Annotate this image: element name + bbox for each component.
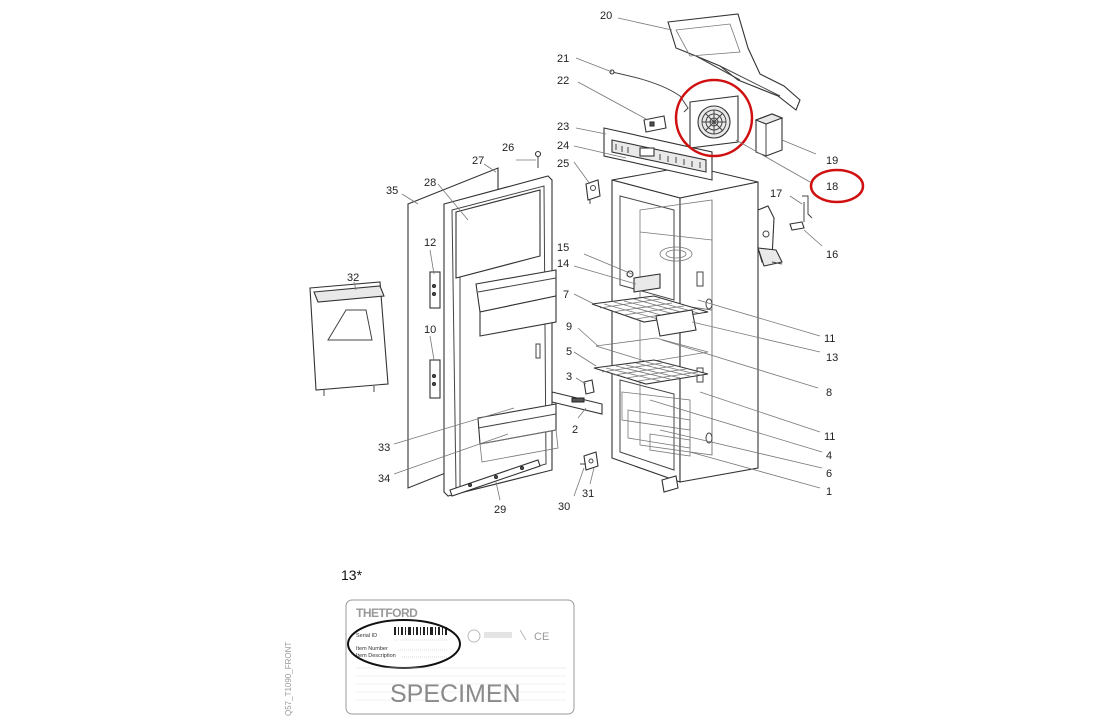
- part-label-21: 21: [557, 53, 569, 65]
- part-label-35: 35: [386, 185, 398, 197]
- part-label-14: 14: [557, 258, 569, 270]
- part-label-13: 13: [826, 352, 838, 364]
- part-label-16: 16: [826, 249, 838, 261]
- small-latch: [583, 379, 595, 395]
- part-label-4: 4: [826, 450, 832, 462]
- part-label-7: 7: [563, 289, 569, 301]
- part-label-9: 9: [566, 321, 572, 333]
- top-frame-assembly: [603, 127, 713, 181]
- bracket: [643, 115, 667, 133]
- part-label-6: 6: [826, 468, 832, 480]
- fan-highlight-circle: [674, 78, 754, 158]
- part-label-11-lower: 11: [824, 431, 835, 443]
- part-label-30: 30: [558, 501, 570, 513]
- cable: [611, 71, 689, 113]
- clip: [789, 221, 805, 231]
- part-label-28: 28: [424, 177, 436, 189]
- part-label-23: 23: [557, 121, 569, 133]
- leader-lines: [353, 17, 823, 501]
- part-label-12: 12: [424, 237, 436, 249]
- door-hinge-upper: [429, 271, 441, 309]
- part-label-24: 24: [557, 140, 569, 152]
- part-label-15: 15: [557, 242, 569, 254]
- item-description-label: Item Description: [356, 653, 396, 659]
- specimen-watermark: SPECIMEN: [390, 680, 521, 708]
- rear-cooling-unit: [757, 205, 783, 267]
- fridge-cabinet: [611, 165, 759, 483]
- part-label-3: 3: [566, 371, 572, 383]
- door-hinge-lower: [429, 359, 441, 399]
- lower-shelf: [593, 359, 709, 385]
- brand-logo: THETFORD: [356, 606, 418, 620]
- part-label-10: 10: [424, 324, 436, 336]
- cooling-fan: [689, 95, 739, 149]
- part-label-1: 1: [826, 486, 832, 498]
- part-label-11-upper: 11: [824, 333, 835, 345]
- part-label-26: 26: [502, 142, 514, 154]
- freezer-door: [455, 189, 541, 279]
- ce-mark: CE: [534, 631, 549, 643]
- part-label-8: 8: [826, 387, 832, 399]
- part-label-18: 18: [826, 181, 838, 193]
- cert-circle-icon: [467, 629, 481, 643]
- serial-label-detail: 13* THETFORD Serial ID Item Number Item …: [284, 567, 575, 716]
- rear-cover: [667, 13, 801, 111]
- bottom-trim: [449, 459, 541, 497]
- part-label-2: 2: [572, 424, 578, 436]
- part-label-31: 31: [582, 488, 594, 500]
- part-label-34: 34: [378, 473, 390, 485]
- freezer-door-panel: [309, 281, 389, 396]
- upper-shelf: [591, 295, 709, 337]
- top-hinge: [585, 179, 601, 204]
- part-label-33: 33: [378, 442, 390, 454]
- part-label-19: 19: [826, 155, 838, 167]
- part-label-32: 32: [347, 272, 359, 284]
- door-bin-lower: [477, 403, 559, 463]
- electrical-symbol-icon: [519, 629, 527, 641]
- part-label-20: 20: [600, 10, 612, 22]
- serial-id-label: Serial ID: [356, 633, 377, 639]
- control-box: [754, 113, 784, 157]
- pin: [802, 195, 813, 222]
- part-label-5: 5: [566, 346, 572, 358]
- part-label-25: 25: [557, 158, 569, 170]
- part-label-29: 29: [494, 504, 506, 516]
- lower-bar: [551, 391, 603, 415]
- part-number-labels: 20 21 22 23 24 25 26 27 28 35 12 10 32 3…: [347, 10, 838, 516]
- glass-divider: [595, 337, 709, 363]
- drawing-code: Q57_T1090_FRONT: [284, 642, 293, 716]
- bottom-hinge: [580, 451, 599, 471]
- interior-light: [626, 270, 661, 293]
- item-number-label: Item Number: [356, 646, 388, 652]
- part-label-27: 27: [472, 155, 484, 167]
- part-label-17: 17: [770, 188, 782, 200]
- screw: [534, 150, 542, 168]
- part-label-22: 22: [557, 75, 569, 87]
- door-bin-upper: [475, 269, 557, 337]
- barcode: [394, 627, 447, 635]
- part-18-highlight-ellipse: [809, 168, 865, 204]
- label-detail-title: 13*: [341, 567, 363, 583]
